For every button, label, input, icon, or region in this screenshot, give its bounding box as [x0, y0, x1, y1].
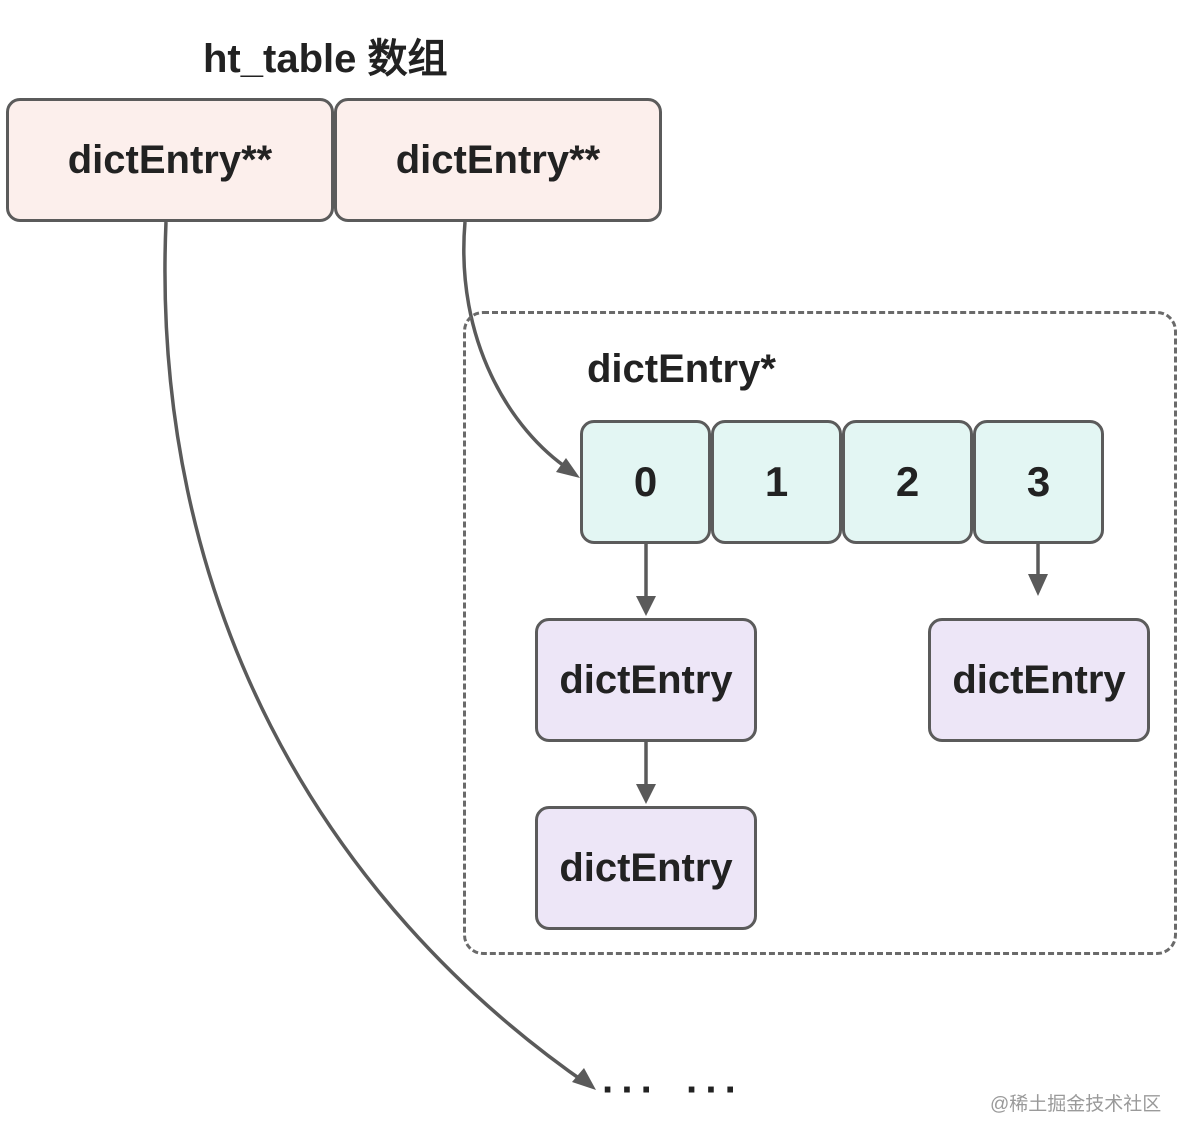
arrowhead-slot0	[572, 1068, 596, 1090]
bucket-index-3: 3	[973, 420, 1104, 544]
bucket-index-0-label: 0	[633, 458, 658, 505]
bucket-index-3-label: 3	[1026, 458, 1051, 505]
dict-entry-label: dictEntry	[559, 657, 733, 702]
bucket-index-0: 0	[580, 420, 711, 544]
dict-entry-label: dictEntry	[559, 845, 733, 890]
table-slot-0: dictEntry**	[6, 98, 334, 222]
dict-entry-bucket3-first: dictEntry	[928, 618, 1150, 742]
diagram-title: ht_table 数组	[203, 37, 448, 81]
ellipsis-left: ···	[602, 1068, 660, 1112]
watermark: @稀土掘金技术社区	[990, 1094, 1162, 1115]
bucket-index-2-label: 2	[895, 458, 920, 505]
bucket-index-1: 1	[711, 420, 842, 544]
bucket-index-2: 2	[842, 420, 973, 544]
table-slot-1: dictEntry**	[334, 98, 662, 222]
dict-entry-bucket0-second: dictEntry	[535, 806, 757, 930]
bucket-array-label: dictEntry*	[587, 347, 776, 391]
table-slot-0-label: dictEntry**	[67, 137, 273, 182]
table-slot-1-label: dictEntry**	[395, 137, 601, 182]
dict-entry-label: dictEntry	[952, 657, 1126, 702]
bucket-array-group	[463, 311, 1177, 955]
bucket-index-1-label: 1	[764, 458, 789, 505]
dict-entry-bucket0-first: dictEntry	[535, 618, 757, 742]
ellipsis-right: ···	[686, 1068, 744, 1112]
